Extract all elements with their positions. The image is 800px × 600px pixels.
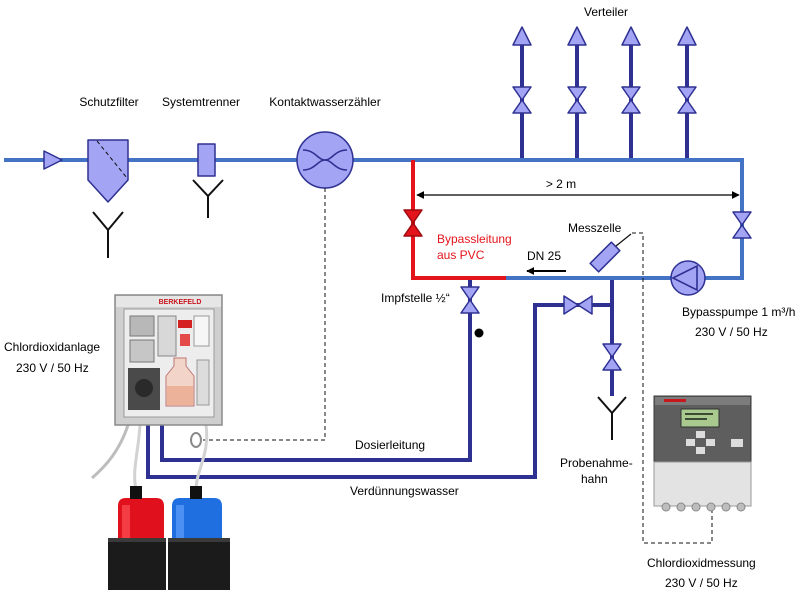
cable-gland-icon	[190, 432, 202, 448]
distance-label: > 2 m	[546, 177, 576, 191]
bypass-label-line1: Bypassleitung	[437, 232, 512, 246]
filter-icon	[87, 139, 129, 203]
dosierleitung-label: Dosierleitung	[355, 438, 425, 452]
escape-button-icon	[731, 439, 743, 447]
valve-icon	[677, 86, 697, 114]
dosing-station-device: BERKEFELD	[91, 294, 223, 491]
valve-icon	[602, 343, 622, 371]
drain-icon	[192, 179, 224, 218]
valve-icon	[567, 86, 587, 114]
arrow-left-button-icon	[686, 439, 695, 446]
measuring-cell-icon	[589, 233, 632, 273]
flow-arrow-icon	[677, 26, 697, 46]
messzelle-label: Messzelle	[568, 221, 622, 235]
verteiler-label: Verteiler	[584, 5, 628, 19]
pulse-signal-line	[203, 188, 326, 441]
bypasspumpe-power-label: 230 V / 50 Hz	[695, 325, 768, 339]
systemtrenner-label: Systemtrenner	[162, 95, 240, 109]
drain-icon	[597, 396, 627, 440]
probenahmehahn-label-line1: Probenahme-	[560, 456, 633, 470]
arrow-up-button-icon	[696, 431, 705, 438]
collecting-tray	[108, 538, 166, 590]
verduennungswasser-pipe	[146, 303, 612, 479]
chlordioxidanlage-label: Chlordioxidanlage	[4, 340, 100, 354]
valve-icon	[621, 86, 641, 114]
pump-icon	[670, 260, 706, 296]
flow-arrow-icon	[567, 26, 587, 46]
arrow-down-button-icon	[696, 447, 705, 454]
water-meter-icon	[296, 131, 354, 189]
bypass-pvc-pipe	[411, 160, 506, 280]
flow-arrow-icon	[621, 26, 641, 46]
bypass-label-line2: aus PVC	[437, 248, 485, 262]
schutzfilter-label: Schutzfilter	[79, 95, 138, 109]
dosierleitung-pipe	[160, 278, 472, 462]
impfstelle-label: Impfstelle ½“	[381, 291, 450, 305]
arrow-right-button-icon	[706, 439, 715, 446]
verteiler-valves	[512, 26, 697, 114]
bypass-valve-icon	[403, 209, 423, 237]
nominal-size-label: DN 25	[527, 249, 561, 263]
measurement-signal-line	[632, 232, 713, 544]
injection-point-icon	[474, 328, 484, 338]
device-brand-logo: BERKEFELD	[159, 299, 202, 306]
drain-icon	[92, 211, 124, 258]
chemical-canisters	[108, 486, 230, 590]
verteiler-branches	[520, 44, 689, 160]
kontaktwasserzaehler-label: Kontaktwasserzähler	[269, 95, 380, 109]
verduennungswasser-label: Verdünnungswasser	[350, 484, 459, 498]
flow-arrow-icon	[43, 150, 63, 170]
backflow-preventer-icon	[197, 143, 216, 177]
flow-arrow-icon	[512, 26, 532, 46]
bypasspumpe-label: Bypasspumpe 1 m³/h	[682, 305, 795, 319]
chlordioxidmessung-label: Chlordioxidmessung	[647, 556, 756, 570]
probenahmehahn-label-line2: hahn	[581, 472, 608, 486]
valve-icon	[512, 86, 532, 114]
valve-icon	[563, 295, 593, 315]
chlordioxidmessung-power-label: 230 V / 50 Hz	[665, 576, 738, 590]
injection-valve-icon	[460, 286, 480, 314]
chlorine-dioxide-analyzer-device	[653, 395, 752, 512]
valve-icon	[732, 211, 752, 239]
chlordioxidanlage-power-label: 230 V / 50 Hz	[16, 361, 89, 375]
collecting-tray	[168, 538, 230, 590]
